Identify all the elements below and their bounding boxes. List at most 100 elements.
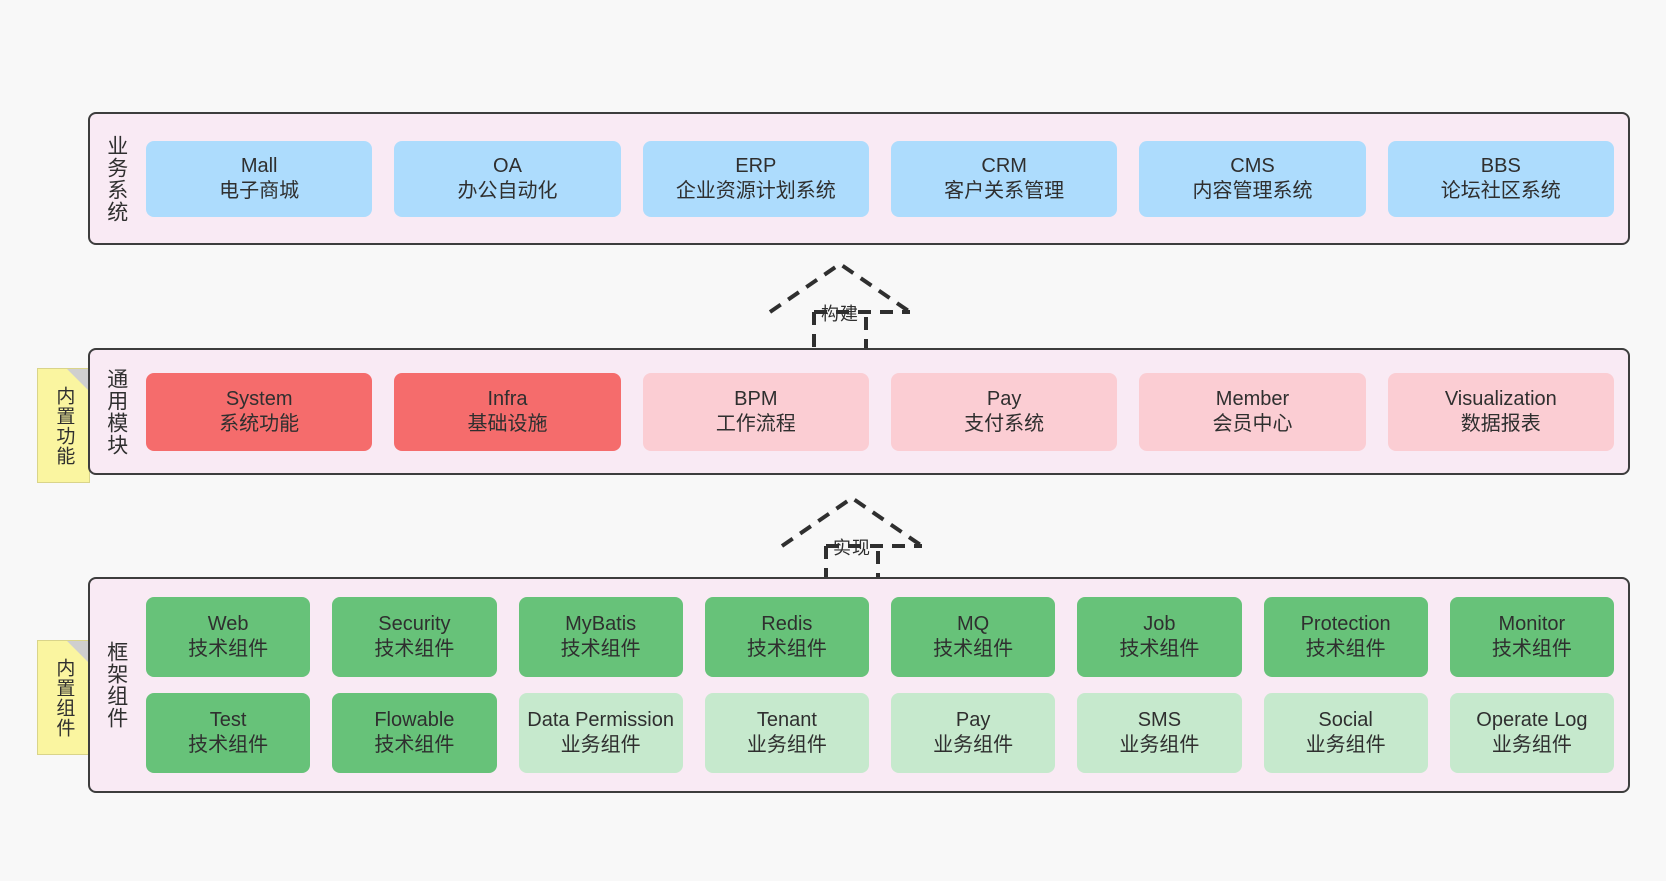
card-cn-label: 客户关系管理 — [944, 179, 1065, 202]
card-en-label: Test — [209, 709, 247, 731]
business-card-cms[interactable]: CMS 内容管理系统 — [1139, 140, 1366, 217]
card-en-label: BPM — [734, 387, 778, 410]
card-cn-label: 工作流程 — [715, 412, 796, 435]
note-label: 内置功能 — [53, 385, 75, 466]
card-cn-label: 技术组件 — [374, 638, 455, 660]
note-fold-icon — [67, 369, 89, 391]
card-en-label: CRM — [981, 154, 1027, 177]
component-card-monitor[interactable]: Monitor 技术组件 — [1449, 597, 1614, 677]
component-card-pay[interactable]: Pay 业务组件 — [891, 693, 1056, 773]
card-en-label: SMS — [1137, 709, 1182, 731]
card-en-label: BBS — [1480, 154, 1521, 177]
card-en-label: Data Permission — [527, 709, 674, 731]
module-card-infra[interactable]: Infra 基础设施 — [394, 372, 621, 451]
component-card-protection[interactable]: Protection 技术组件 — [1263, 597, 1428, 677]
component-card-operate-log[interactable]: Operate Log 业务组件 — [1449, 693, 1614, 773]
card-en-label: Web — [207, 613, 249, 635]
card-cn-label: 办公自动化 — [457, 179, 558, 202]
card-cn-label: 支付系统 — [964, 412, 1045, 435]
component-card-job[interactable]: Job 技术组件 — [1077, 597, 1242, 677]
card-en-label: Member — [1215, 387, 1290, 410]
module-card-member[interactable]: Member 会员中心 — [1139, 372, 1366, 451]
component-card-social[interactable]: Social 业务组件 — [1263, 693, 1428, 773]
card-cn-label: 会员中心 — [1212, 412, 1293, 435]
business-card-bbs[interactable]: BBS 论坛社区系统 — [1387, 140, 1614, 217]
layer-common-modules: 通用模块 System 系统功能 Infra 基础设施 BPM 工作流程 Pay… — [88, 348, 1630, 475]
framework-row-tech: Web 技术组件 Security 技术组件 MyBatis 技术组件 Redi… — [146, 597, 1614, 677]
module-card-bpm[interactable]: BPM 工作流程 — [642, 372, 869, 451]
card-en-label: Operate Log — [1476, 709, 1588, 731]
note-fold-icon — [67, 641, 89, 663]
component-card-sms[interactable]: SMS 业务组件 — [1077, 693, 1242, 773]
card-cn-label: 企业资源计划系统 — [675, 179, 836, 202]
card-cn-label: 内容管理系统 — [1192, 179, 1313, 202]
layer-body-common: System 系统功能 Infra 基础设施 BPM 工作流程 Pay 支付系统… — [142, 350, 1628, 473]
component-card-test[interactable]: Test 技术组件 — [146, 693, 311, 773]
component-card-redis[interactable]: Redis 技术组件 — [704, 597, 869, 677]
card-en-label: MQ — [957, 613, 990, 635]
connector-implement: 实现 — [772, 492, 932, 588]
card-en-label: Visualization — [1444, 387, 1557, 410]
card-cn-label: 技术组件 — [188, 734, 269, 756]
component-card-mq[interactable]: MQ 技术组件 — [891, 597, 1056, 677]
card-cn-label: 基础设施 — [467, 412, 548, 435]
component-card-flowable[interactable]: Flowable 技术组件 — [332, 693, 497, 773]
card-en-label: ERP — [735, 154, 777, 177]
layer-title-common: 通用模块 — [104, 367, 128, 456]
business-card-erp[interactable]: ERP 企业资源计划系统 — [642, 140, 869, 217]
card-cn-label: 业务组件 — [560, 734, 641, 756]
card-en-label: Protection — [1300, 613, 1391, 635]
component-card-security[interactable]: Security 技术组件 — [332, 597, 497, 677]
card-en-label: MyBatis — [565, 613, 637, 635]
layer-body-framework: Web 技术组件 Security 技术组件 MyBatis 技术组件 Redi… — [142, 579, 1628, 791]
card-en-label: Infra — [487, 387, 528, 410]
card-cn-label: 数据报表 — [1460, 412, 1541, 435]
layer-business-systems: 业务系统 Mall 电子商城 OA 办公自动化 ERP 企业资源计划系统 CRM… — [88, 112, 1630, 245]
card-cn-label: 技术组件 — [188, 638, 269, 660]
card-cn-label: 业务组件 — [1491, 734, 1572, 756]
connector-build: 构建 — [760, 258, 920, 354]
note-builtin-component: 内置组件 — [37, 640, 90, 755]
common-row: System 系统功能 Infra 基础设施 BPM 工作流程 Pay 支付系统… — [146, 372, 1614, 451]
framework-row-business: Test 技术组件 Flowable 技术组件 Data Permission … — [146, 693, 1614, 773]
card-en-label: Redis — [761, 613, 813, 635]
card-en-label: Flowable — [374, 709, 455, 731]
card-en-label: Job — [1143, 613, 1176, 635]
connector-build-label: 构建 — [821, 304, 859, 324]
card-en-label: Pay — [955, 709, 991, 731]
connector-implement-label: 实现 — [833, 538, 871, 558]
card-cn-label: 业务组件 — [1119, 734, 1200, 756]
card-cn-label: 技术组件 — [1305, 638, 1386, 660]
card-en-label: Tenant — [756, 709, 817, 731]
card-en-label: Pay — [986, 387, 1022, 410]
card-cn-label: 技术组件 — [560, 638, 641, 660]
card-en-label: Social — [1318, 709, 1373, 731]
card-en-label: Security — [378, 613, 451, 635]
module-card-visualization[interactable]: Visualization 数据报表 — [1387, 372, 1614, 451]
component-card-tenant[interactable]: Tenant 业务组件 — [704, 693, 869, 773]
card-en-label: Mall — [240, 154, 278, 177]
card-en-label: OA — [493, 154, 522, 177]
component-card-data-permission[interactable]: Data Permission 业务组件 — [518, 693, 683, 773]
layer-title-framework: 框架组件 — [104, 641, 128, 729]
card-en-label: System — [225, 387, 293, 410]
business-card-crm[interactable]: CRM 客户关系管理 — [890, 140, 1118, 217]
card-cn-label: 技术组件 — [933, 638, 1014, 660]
module-card-pay[interactable]: Pay 支付系统 — [890, 372, 1118, 451]
business-card-mall[interactable]: Mall 电子商城 — [146, 140, 373, 217]
layer-body-business: Mall 电子商城 OA 办公自动化 ERP 企业资源计划系统 CRM 客户关系… — [142, 114, 1628, 243]
card-cn-label: 论坛社区系统 — [1440, 179, 1561, 202]
business-card-oa[interactable]: OA 办公自动化 — [394, 140, 621, 217]
card-cn-label: 技术组件 — [374, 734, 455, 756]
business-row: Mall 电子商城 OA 办公自动化 ERP 企业资源计划系统 CRM 客户关系… — [146, 140, 1614, 217]
card-cn-label: 电子商城 — [219, 179, 300, 202]
card-cn-label: 业务组件 — [1305, 734, 1386, 756]
card-cn-label: 业务组件 — [933, 734, 1014, 756]
dashed-hollow-arrow-icon — [780, 495, 924, 586]
card-cn-label: 业务组件 — [746, 734, 827, 756]
module-card-system[interactable]: System 系统功能 — [146, 372, 373, 451]
layer-title-business: 业务系统 — [104, 134, 128, 223]
card-cn-label: 技术组件 — [1491, 638, 1572, 660]
component-card-mybatis[interactable]: MyBatis 技术组件 — [518, 597, 683, 677]
component-card-web[interactable]: Web 技术组件 — [146, 597, 311, 677]
